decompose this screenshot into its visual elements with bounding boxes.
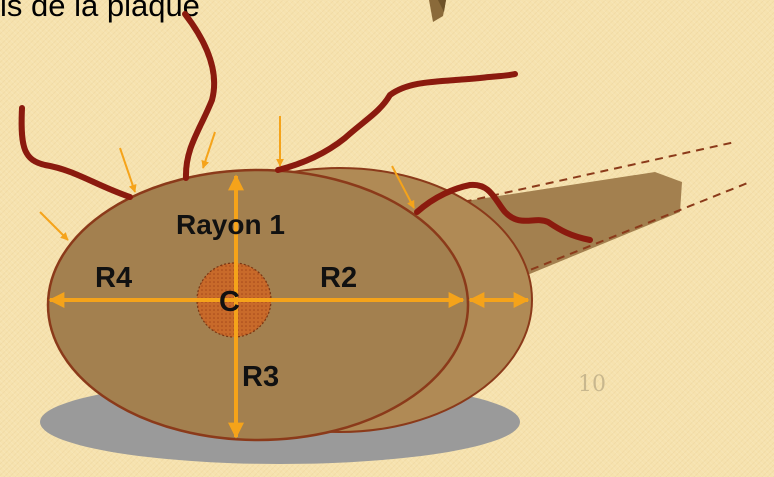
label-center: C [219,288,240,317]
pointer-arrow-3 [203,132,215,168]
page-number: 10 [578,372,606,397]
label-r2: R2 [320,264,357,293]
pointer-arrow-1 [40,212,68,240]
root-3 [278,74,515,170]
label-rayon1: Rayon 1 [176,211,285,239]
label-r4: R4 [95,264,132,293]
root-1 [22,108,130,197]
pointer-arrow-2 [120,148,135,192]
label-r3: R3 [242,363,279,392]
root-2 [185,14,214,178]
brush-icon [429,0,446,22]
